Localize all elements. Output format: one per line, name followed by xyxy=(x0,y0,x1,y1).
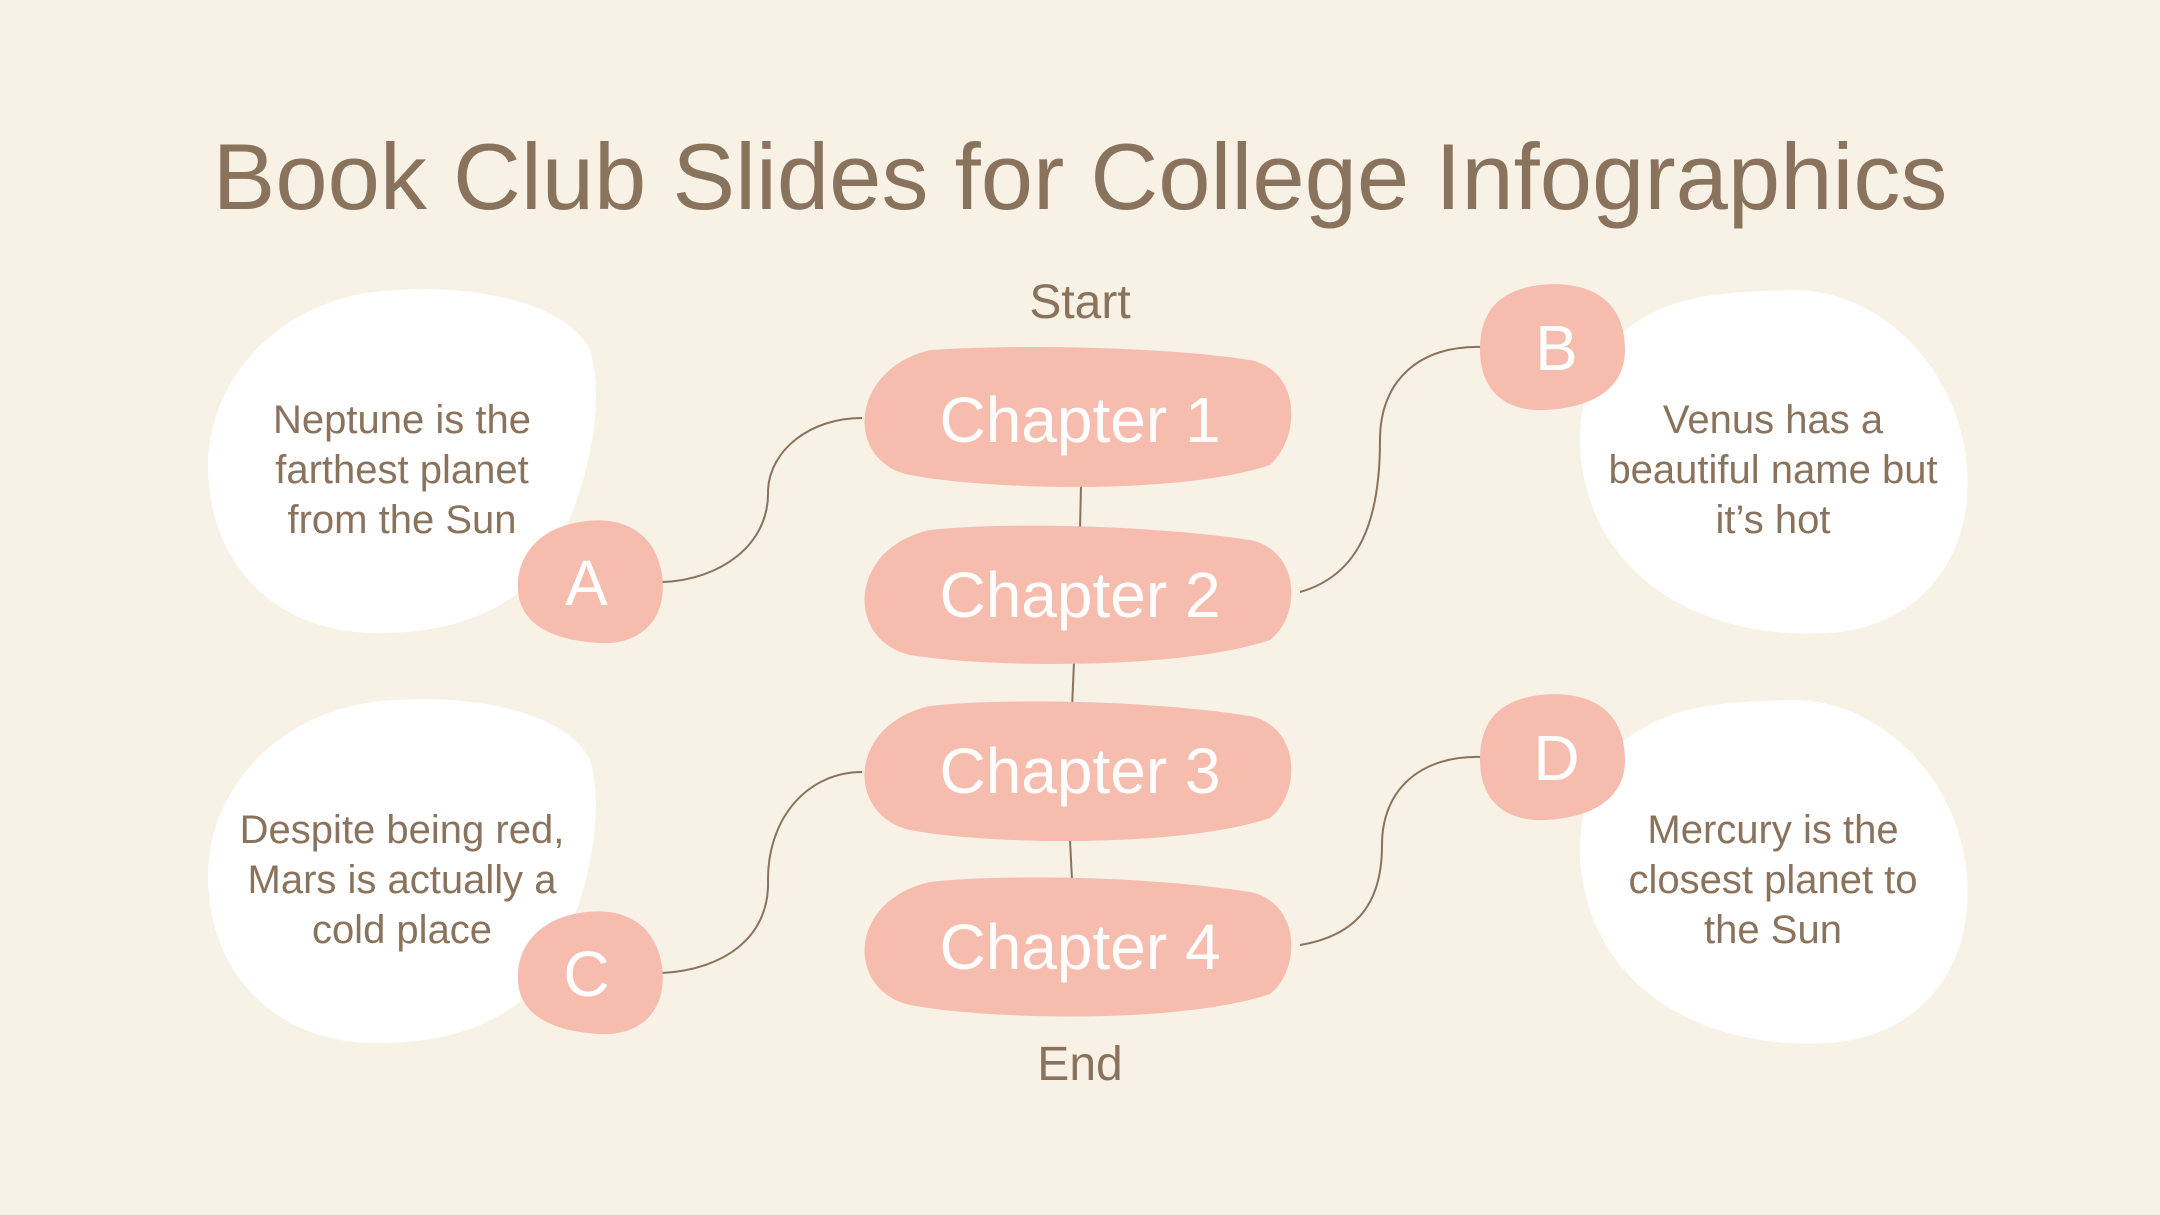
chapter-2-label: Chapter 2 xyxy=(939,559,1221,631)
note-b-text: Venus has a beautiful name but it’s hot xyxy=(1608,398,1938,542)
connector-b xyxy=(1299,345,1483,593)
letter-blob-b xyxy=(1480,284,1625,411)
letter-blob-d xyxy=(1480,694,1625,821)
chapter-pill-1 xyxy=(864,347,1292,487)
connector-a xyxy=(661,417,863,583)
connector-chapter3-4 xyxy=(1069,839,1073,881)
note-a-text: Neptune is the farthest planet from the … xyxy=(273,398,531,542)
chapter-3-label: Chapter 3 xyxy=(939,735,1221,807)
connector-c xyxy=(661,771,863,974)
note-bubble-b xyxy=(1579,289,1968,634)
chapter-pill-2 xyxy=(864,525,1292,665)
chapter-pill-3 xyxy=(864,701,1292,842)
letter-c: C xyxy=(563,937,610,1010)
note-bubble-a xyxy=(207,289,596,634)
chapter-pill-4 xyxy=(864,877,1292,1017)
connector-chapter2-3 xyxy=(1071,661,1075,709)
start-label: Start xyxy=(1029,276,1131,329)
note-bubble-d xyxy=(1579,699,1968,1044)
note-c-text: Despite being red, Mars is actually a co… xyxy=(239,808,565,952)
connector-chapter1-2 xyxy=(1079,484,1082,531)
connector-d xyxy=(1299,755,1483,946)
note-bubble-c xyxy=(207,699,596,1044)
letter-d: D xyxy=(1533,721,1580,794)
chapter-4-label: Chapter 4 xyxy=(939,911,1221,983)
chapter-1-label: Chapter 1 xyxy=(939,384,1221,456)
letter-blob-c xyxy=(517,911,663,1035)
end-label: End xyxy=(1037,1038,1123,1091)
letter-a: A xyxy=(565,546,608,619)
note-d-text: Mercury is the closest planet to the Sun xyxy=(1628,808,1918,952)
letter-b: B xyxy=(1535,311,1578,384)
slide-title: Book Club Slides for College Infographic… xyxy=(212,124,1948,229)
letter-blob-a xyxy=(517,520,663,644)
